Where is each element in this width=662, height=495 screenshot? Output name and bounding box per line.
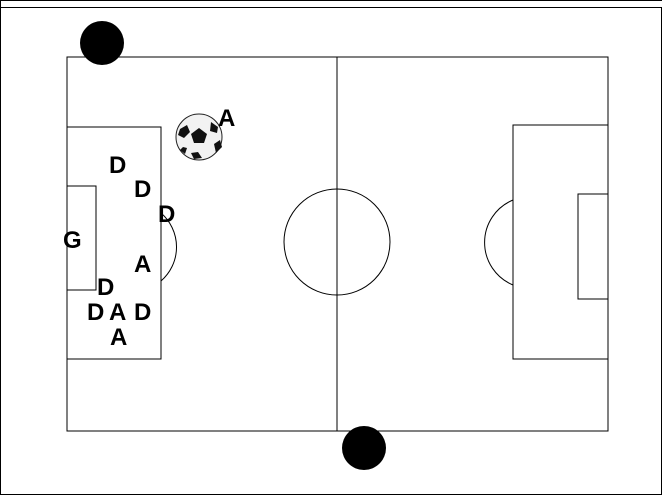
defender-label: D xyxy=(87,299,104,326)
attacker-label: A xyxy=(110,324,127,351)
attacker-label: A xyxy=(109,299,126,326)
defender-label: D xyxy=(134,176,151,203)
attacker-label: A xyxy=(134,251,151,278)
black-circle-icon xyxy=(342,426,386,470)
soccer-ball-icon xyxy=(176,114,222,160)
defender-label: D xyxy=(134,299,151,326)
goalkeeper-label: G xyxy=(63,227,82,254)
defender-label: D xyxy=(97,274,114,301)
black-circle-icon xyxy=(80,21,124,65)
defender-label: D xyxy=(158,201,175,228)
attacker-label: A xyxy=(218,105,235,132)
defender-label: D xyxy=(109,152,126,179)
